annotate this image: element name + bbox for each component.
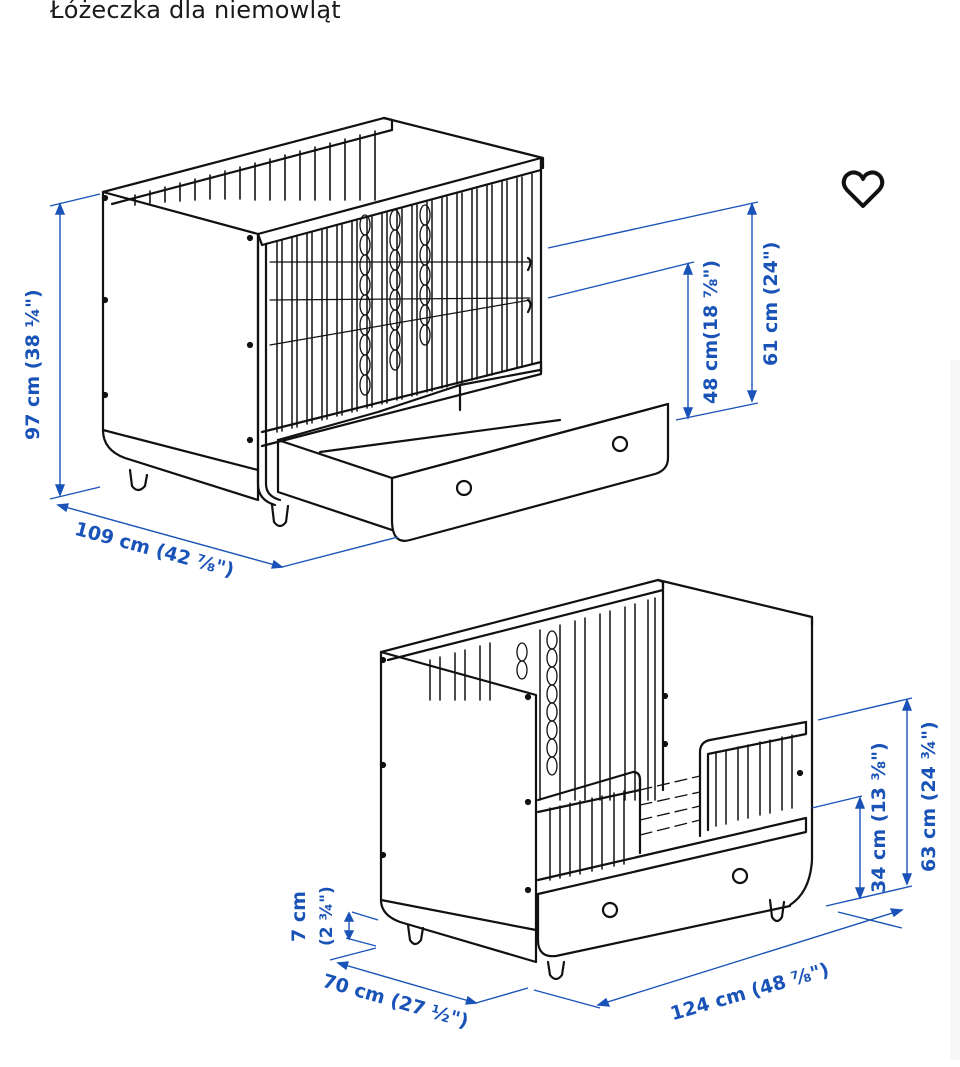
dimension-toddler-leg-height-inches: (2 ¾"): [317, 886, 337, 946]
page-title: Łóżeczka dla niemowląt: [50, 0, 341, 24]
edge-shade: [950, 360, 960, 1060]
favorite-button[interactable]: [838, 166, 888, 212]
dimension-crib-height: 97 cm (38 ¼"): [22, 289, 44, 440]
crib-drawing: [101, 116, 670, 542]
dimension-toddler-total-height: 63 cm (24 ¾"): [918, 721, 940, 872]
dimension-toddler-leg-height: 7 cm: [288, 891, 310, 942]
dimension-toddler-rail-height: 34 cm (13 ⅜"): [868, 742, 890, 893]
heart-outline-icon: [841, 170, 885, 208]
dimension-crib-mattress-low: 48 cm(18 ⅞"): [700, 259, 722, 404]
dimension-lines: [49, 193, 913, 1009]
toddler-bed-drawing: [379, 578, 814, 981]
dimension-crib-mattress-high: 61 cm (24"): [760, 241, 782, 366]
